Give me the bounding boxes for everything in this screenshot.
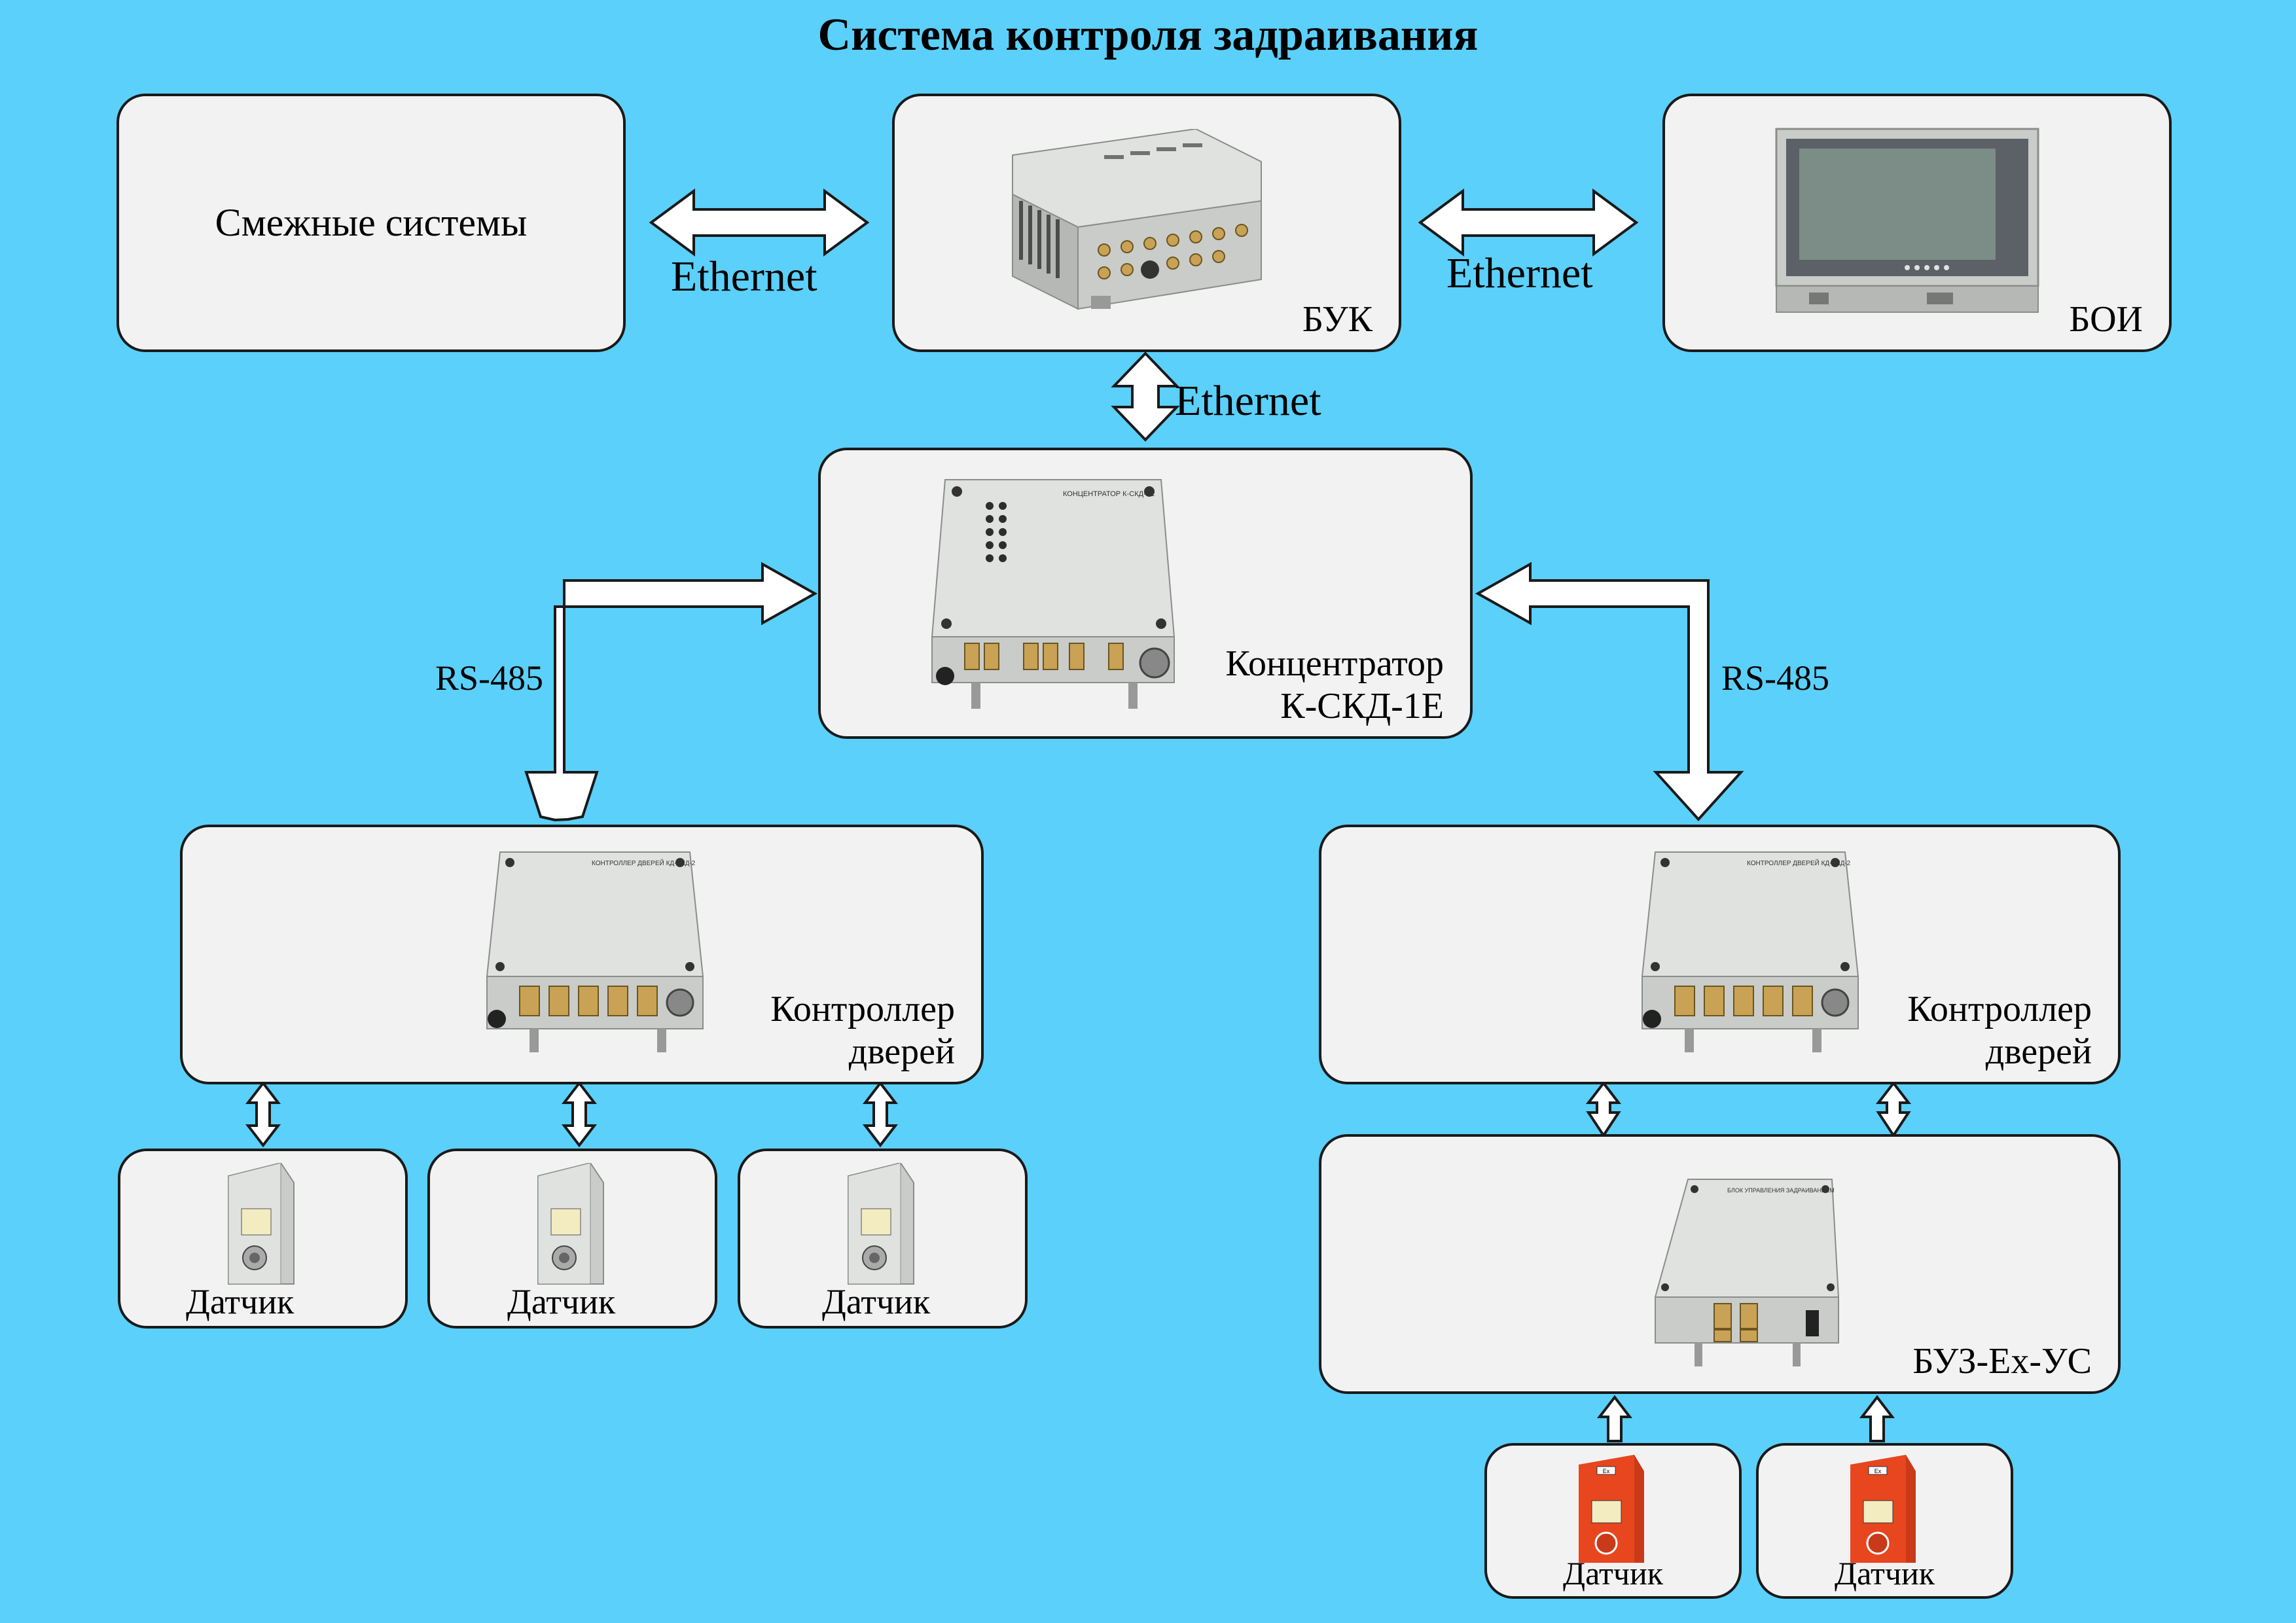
sensor-left-1-image	[228, 1163, 295, 1285]
buz-label: БУЗ-Ex-УС	[1912, 1340, 2092, 1382]
ethernet-label-left: Ethernet	[671, 253, 817, 300]
sensor-left-1-label: Датчик	[186, 1281, 295, 1321]
arrow-ctrl-buz-2	[1875, 1080, 1912, 1138]
sensor-left-2-label: Датчик	[507, 1281, 616, 1321]
boi-label: БОИ	[2069, 298, 2143, 340]
sensor-left-3-image	[848, 1163, 914, 1285]
concentrator-label-line1: Концентратор	[1225, 643, 1444, 685]
ethernet-label-down: Ethernet	[1175, 377, 1321, 425]
controller-left-device-image: КОНТРОЛЛЕР ДВЕРЕЙ КД-СКД-2	[486, 851, 704, 1052]
controller-left-label: Контроллер дверей	[770, 988, 955, 1073]
concentrator-plate-text: КОНЦЕНТРАТОР К-СКД-1Е	[1063, 490, 1155, 498]
arrow-sensor-buz-1	[1596, 1395, 1633, 1442]
arrow-rs485-left	[524, 562, 818, 822]
diagram-title: Система контроля задраивания	[817, 10, 1479, 60]
sensor-right-2-image: Ex	[1850, 1455, 1916, 1563]
ethernet-label-right: Ethernet	[1446, 249, 1593, 297]
arrow-ctrl-sensor-3	[862, 1080, 899, 1148]
arrow-ctrl-sensor-2	[561, 1080, 598, 1148]
buz-device-image: БЛОК УПРАВЛЕНИЯ ЗАДРАИВАНИЕМ	[1654, 1179, 1840, 1366]
sensor-right-1-box: Ex Датчик	[1484, 1443, 1742, 1599]
buk-box: БУК	[892, 94, 1401, 352]
sensor-right-1-ex-badge: Ex	[1603, 1468, 1610, 1474]
sensor-right-2-ex-badge: Ex	[1874, 1468, 1882, 1474]
controller-left-label-line2: дверей	[848, 1031, 955, 1072]
sensor-left-2-image	[537, 1163, 604, 1285]
buk-label: БУК	[1302, 298, 1372, 340]
controller-right-label-line1: Контроллер	[1907, 989, 2092, 1030]
controller-left-plate-text: КОНТРОЛЛЕР ДВЕРЕЙ КД-СКД-2	[592, 859, 696, 867]
adjacent-systems-box: Смежные системы	[117, 94, 626, 352]
sensor-right-1-label: Датчик	[1562, 1554, 1664, 1592]
controller-left-label-line1: Контроллер	[770, 989, 955, 1030]
concentrator-label-line2: К-СКД-1Е	[1280, 685, 1444, 726]
boi-box: БОИ	[1662, 94, 2172, 352]
concentrator-label: Концентратор К-СКД-1Е	[1225, 643, 1444, 727]
rs485-label-right: RS-485	[1721, 658, 1830, 698]
arrow-ctrl-sensor-1	[245, 1080, 281, 1148]
arrow-ethernet-adjacent-buk	[649, 188, 870, 257]
sensor-left-3-box: Датчик	[738, 1149, 1028, 1329]
sensor-right-1-image: Ex	[1579, 1455, 1644, 1563]
sensor-left-2-box: Датчик	[427, 1149, 717, 1329]
controller-right-device-image: КОНТРОЛЛЕР ДВЕРЕЙ КД-СКД-2	[1641, 851, 1859, 1052]
arrow-sensor-buz-2	[1859, 1395, 1895, 1442]
rs485-label-left: RS-485	[435, 658, 544, 698]
buk-device-image	[1012, 129, 1262, 310]
controller-right-label-line2: дверей	[1985, 1031, 2092, 1072]
controller-left-box: КОНТРОЛЛЕР ДВЕРЕЙ КД-СКД-2 Контроллер дв…	[180, 825, 984, 1084]
arrow-rs485-right	[1475, 562, 1744, 821]
sensor-left-3-label: Датчик	[822, 1281, 931, 1321]
controller-right-box: КОНТРОЛЛЕР ДВЕРЕЙ КД-СКД-2 Контроллер дв…	[1319, 825, 2121, 1084]
arrow-ethernet-buk-concentrator	[1111, 351, 1180, 442]
concentrator-box: КОНЦЕНТРАТОР К-СКД-1Е Концентратор К-СКД…	[818, 448, 1473, 739]
arrow-ctrl-buz-1	[1585, 1080, 1622, 1138]
arrow-ethernet-buk-boi	[1418, 188, 1639, 257]
controller-right-label: Контроллер дверей	[1907, 988, 2092, 1073]
buz-box: БЛОК УПРАВЛЕНИЯ ЗАДРАИВАНИЕМ БУЗ-Ex-УС	[1319, 1134, 2121, 1394]
sensor-right-2-label: Датчик	[1834, 1554, 1935, 1592]
controller-right-plate-text: КОНТРОЛЛЕР ДВЕРЕЙ КД-СКД-2	[1747, 859, 1851, 867]
sensor-right-2-box: Ex Датчик	[1756, 1443, 2013, 1599]
buz-plate-text: БЛОК УПРАВЛЕНИЯ ЗАДРАИВАНИЕМ	[1727, 1187, 1835, 1194]
boi-device-image	[1775, 128, 2039, 313]
sensor-left-1-box: Датчик	[118, 1149, 408, 1329]
concentrator-device-image: КОНЦЕНТРАТОР К-СКД-1Е	[931, 479, 1175, 709]
adjacent-systems-label: Смежные системы	[215, 201, 528, 244]
